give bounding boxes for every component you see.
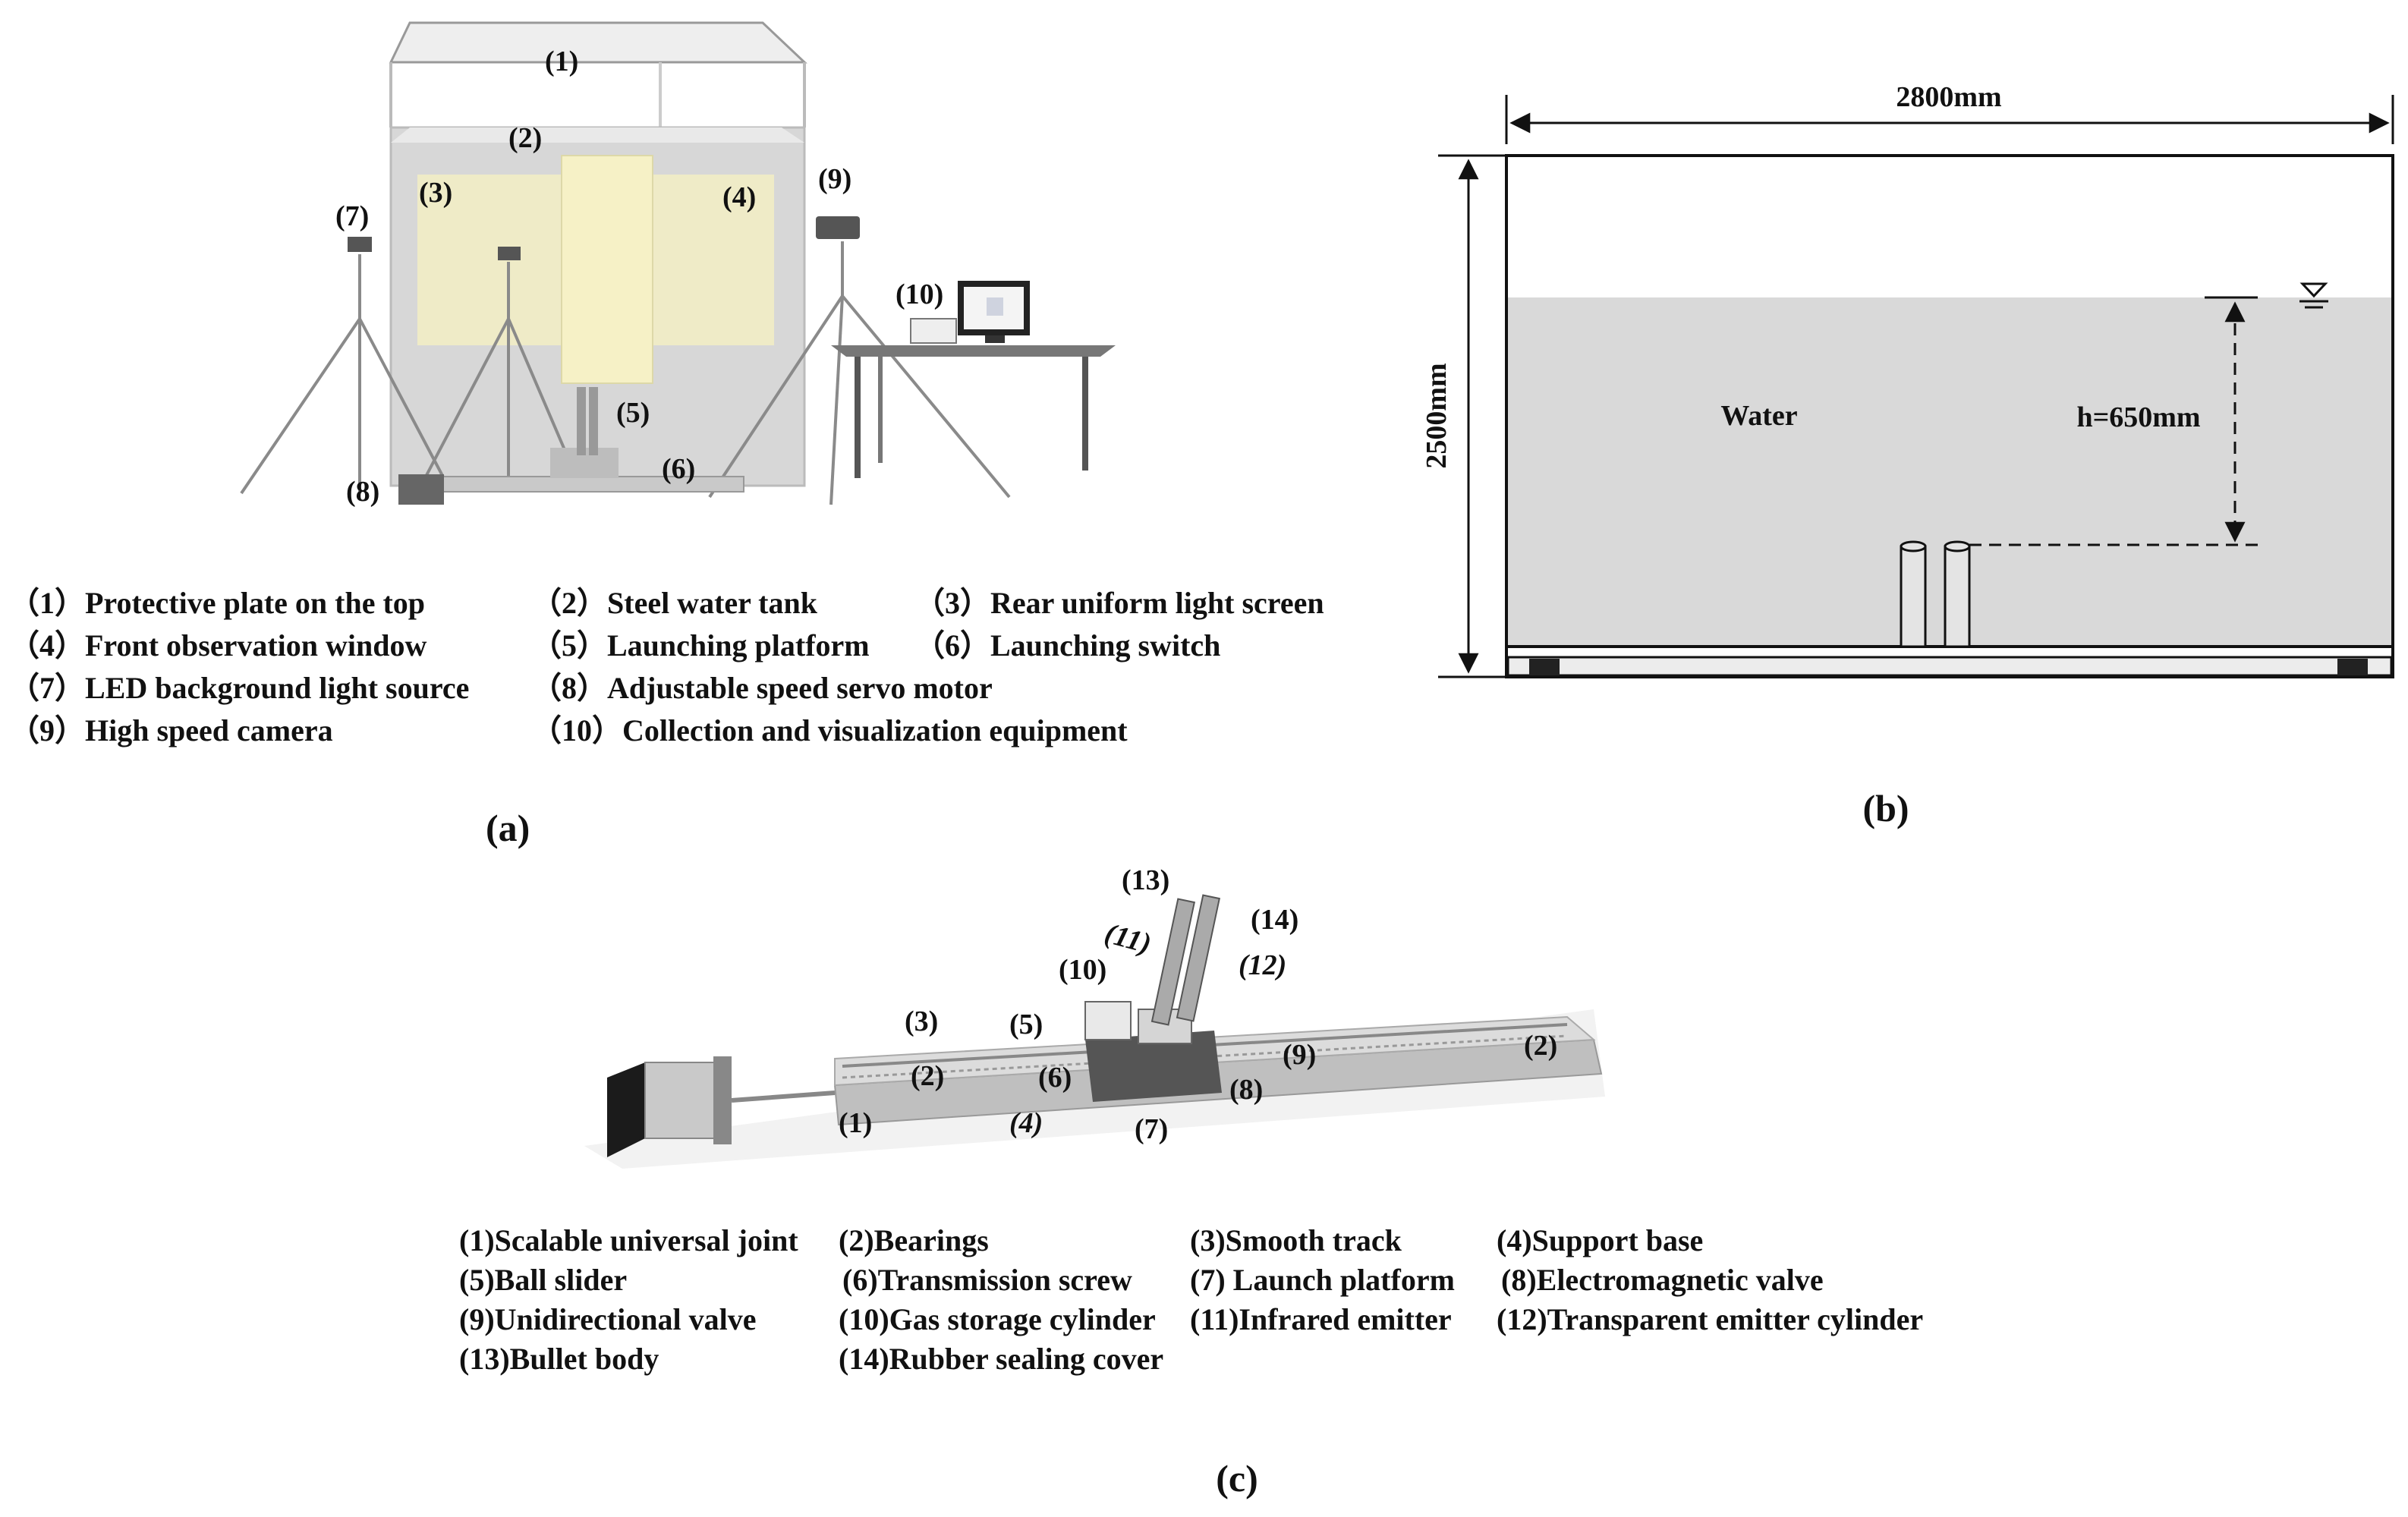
legend-a-item: （7）LED background light source <box>9 671 469 705</box>
callout-a-1: (1) <box>545 46 578 77</box>
panel-b-caption: (b) <box>1862 787 1909 829</box>
legend-c-item: (1)Scalable universal joint <box>459 1223 798 1257</box>
legend-c-item: (12)Transparent emitter cylinder <box>1497 1302 1923 1336</box>
legend-c-item: (3)Smooth track <box>1190 1223 1402 1257</box>
water-label: Water <box>1720 400 1797 432</box>
legend-a-item: （4）Front observation window <box>9 628 427 663</box>
callout-c-6: (6) <box>1038 1062 1072 1094</box>
callout-c-8: (8) <box>1229 1074 1263 1106</box>
callout-a-2: (2) <box>508 122 542 154</box>
callout-a-8: (8) <box>346 476 379 508</box>
callout-c-12: (12) <box>1239 949 1286 981</box>
legend-c-item: (14)Rubber sealing cover <box>839 1342 1163 1376</box>
callout-a-6: (6) <box>662 453 695 485</box>
height-label: 2500mm <box>1421 363 1453 468</box>
width-label: 2800mm <box>1896 81 2001 113</box>
launching-platform-drawing <box>398 387 744 505</box>
tank-base <box>1506 645 2393 677</box>
panel-c-caption: (c) <box>1216 1457 1258 1500</box>
callout-a-5: (5) <box>616 397 650 429</box>
legend-a-item: （2）Steel water tank <box>531 586 818 620</box>
callout-c-4: (4) <box>1009 1107 1043 1139</box>
callout-c-2b: (2) <box>1524 1030 1557 1062</box>
callout-a-4: (4) <box>722 181 756 213</box>
callout-c-11: (11) <box>1101 917 1154 960</box>
legend-c-item: (7) Launch platform <box>1190 1263 1455 1297</box>
width-dimension <box>1505 95 2394 144</box>
panel-c-illustration <box>584 894 1605 1169</box>
legend-c-item: (4)Support base <box>1497 1223 1703 1257</box>
callout-c-2: (2) <box>911 1060 944 1092</box>
callout-c-14: (14) <box>1251 904 1298 936</box>
legend-c-item: (11)Infrared emitter <box>1190 1302 1452 1336</box>
legend-a-item: （10）Collection and visualization equipme… <box>531 713 1128 747</box>
legend-a-item: （3）Rear uniform light screen <box>914 586 1324 620</box>
callout-a-3: (3) <box>419 177 452 209</box>
height-dimension <box>1438 154 1506 678</box>
panel-a-callouts: (1) (2) (3) (4) (5) (6) (7) (8) (9) (10) <box>335 46 943 508</box>
emitter-cylinders <box>1900 540 1971 648</box>
callout-c-10: (10) <box>1059 954 1106 986</box>
callout-a-10: (10) <box>896 279 943 310</box>
water-tank-drawing <box>389 126 806 487</box>
legend-a-item: （9）High speed camera <box>9 713 333 747</box>
callout-c-7: (7) <box>1135 1113 1168 1145</box>
panel-b-schematic: 2800mm 2500mm h=650mm Water <box>1421 81 2394 678</box>
legend-c-item: (2)Bearings <box>839 1223 989 1257</box>
legend-c-item: (6)Transmission screw <box>842 1263 1132 1297</box>
led-light-tripod <box>240 237 578 495</box>
callout-c-1: (1) <box>839 1107 872 1139</box>
servo-motor-drawing <box>607 1056 836 1157</box>
panel-c-legend: (1)Scalable universal joint (2)Bearings … <box>459 1223 1923 1376</box>
callout-c-5: (5) <box>1009 1009 1043 1040</box>
legend-c-item: (8)Electromagnetic valve <box>1501 1263 1824 1297</box>
legend-a-item: （1）Protective plate on the top <box>9 586 425 620</box>
depth-label: h=650mm <box>2076 401 2200 433</box>
panel-a-legend: （1）Protective plate on the top （2）Steel … <box>9 586 1324 747</box>
panel-a-illustration <box>240 21 1116 505</box>
legend-c-item: (5)Ball slider <box>459 1263 627 1297</box>
launch-platform-drawing <box>1084 894 1222 1102</box>
callout-a-7: (7) <box>335 200 369 232</box>
callout-c-13: (13) <box>1122 864 1169 896</box>
tank-outline <box>1505 154 2394 678</box>
callout-c-9: (9) <box>1283 1039 1316 1071</box>
callout-a-9: (9) <box>818 163 851 195</box>
protective-plate-drawing <box>389 21 807 127</box>
legend-c-item: (9)Unidirectional valve <box>459 1302 756 1336</box>
legend-c-item: (13)Bullet body <box>459 1342 659 1376</box>
high-speed-camera-tripod <box>708 216 1011 505</box>
legend-a-item: （5）Launching platform <box>531 628 870 663</box>
collection-equipment-drawing <box>831 281 1116 478</box>
legend-a-item: （6）Launching switch <box>914 628 1220 663</box>
water-surface-icon <box>2299 282 2328 309</box>
panel-a-caption: (a) <box>486 807 530 849</box>
legend-c-item: (10)Gas storage cylinder <box>839 1302 1156 1336</box>
depth-dimension <box>1969 296 2258 546</box>
legend-a-item: （8）Adjustable speed servo motor <box>531 671 993 705</box>
callout-c-3: (3) <box>905 1006 938 1037</box>
